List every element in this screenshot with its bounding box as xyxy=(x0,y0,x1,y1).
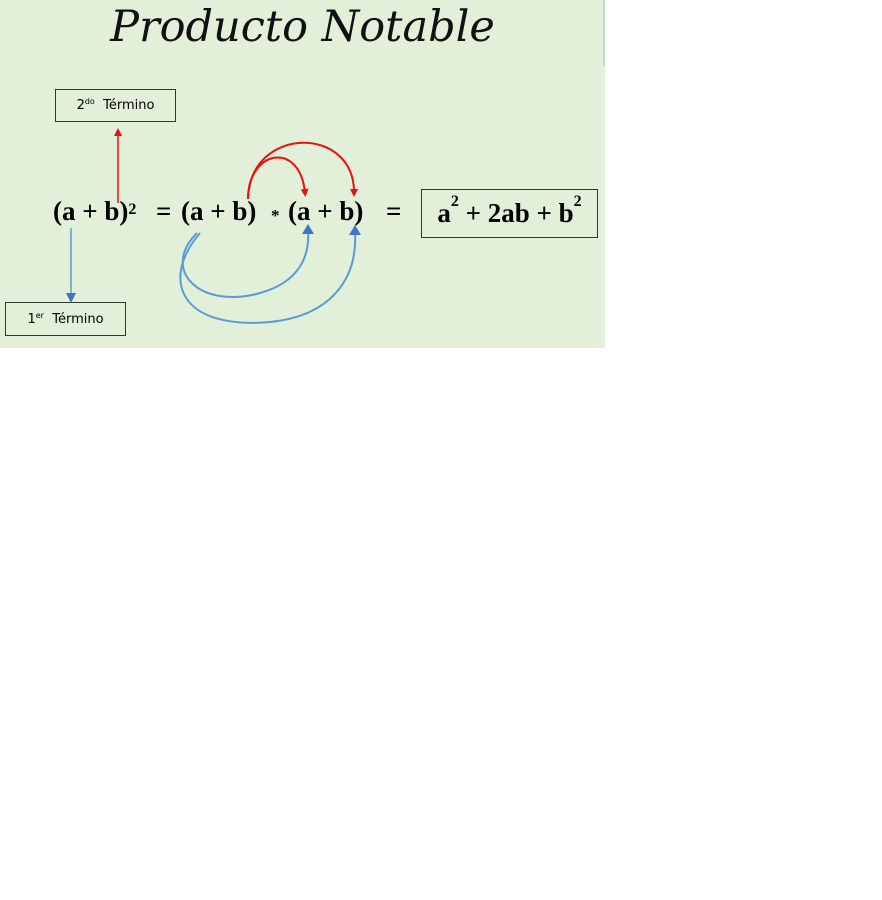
page-title: Producto Notable xyxy=(110,2,495,52)
blue-arrowhead-a xyxy=(302,224,314,234)
result-expression: a2 + 2ab + b2 xyxy=(437,193,581,229)
blue-arc-to-b xyxy=(179,230,357,324)
first-term-number: 1 xyxy=(27,311,36,327)
result-box: a2 + 2ab + b2 xyxy=(421,189,598,238)
result-term1-exp: 2 xyxy=(450,193,459,210)
blue-arc-to-a xyxy=(181,229,310,298)
lhs-binomial-squared: (a + b)2 xyxy=(53,196,136,227)
red-arc-to-b xyxy=(247,141,359,200)
arrows-layer xyxy=(66,128,361,324)
factor-1: (a + b) xyxy=(181,196,257,226)
first-term-suffix: er xyxy=(35,310,44,320)
second-term-suffix: do xyxy=(84,97,95,106)
second-term-number: 2 xyxy=(76,98,85,113)
equals-sign-2: = xyxy=(386,196,402,226)
blue-arrowhead-b xyxy=(349,225,361,235)
multiply-sign: * xyxy=(271,206,280,225)
result-middle: + 2ab + xyxy=(458,198,559,228)
result-term3-base: b xyxy=(558,198,574,228)
result-term1-base: a xyxy=(437,198,451,228)
diagram-panel xyxy=(0,0,605,348)
red-arc-to-a xyxy=(247,156,309,200)
equals-sign-1: = xyxy=(156,196,172,226)
result-term3-exp: 2 xyxy=(573,193,582,210)
lhs-exponent: 2 xyxy=(128,201,137,218)
factor-2: (a + b) xyxy=(288,196,364,226)
second-term-word: Término xyxy=(103,98,155,113)
lhs-base: (a + b) xyxy=(53,196,129,226)
first-term-word: Término xyxy=(52,311,104,327)
panel-edge xyxy=(603,0,605,66)
